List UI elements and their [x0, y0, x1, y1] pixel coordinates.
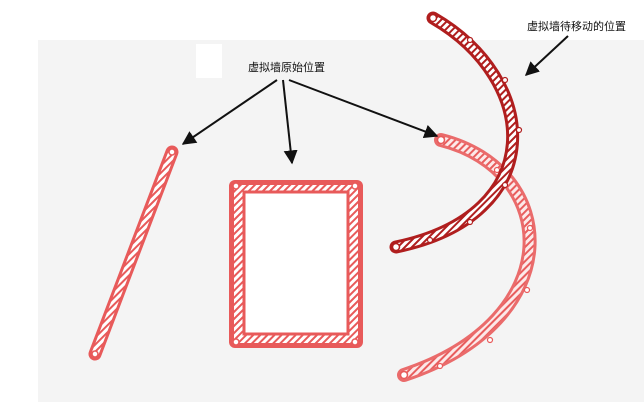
- arrow-to-straight-wall: [181, 79, 278, 145]
- arc-wall-original: [397, 133, 537, 382]
- arrow-to-moving-wall: [524, 35, 569, 76]
- straight-wall: [88, 145, 179, 361]
- label-background: [196, 44, 222, 78]
- arc-wall-moving: [389, 11, 523, 254]
- rectangle-wall: [229, 180, 363, 348]
- arrow-to-arc-wall: [288, 79, 439, 139]
- original-position-arrows: [181, 79, 439, 165]
- original-position-label: 虚拟墙原始位置: [248, 61, 325, 74]
- pending-move-label: 虚拟墙待移动的位置: [527, 20, 626, 33]
- arrow-to-rectangle-wall: [282, 79, 298, 165]
